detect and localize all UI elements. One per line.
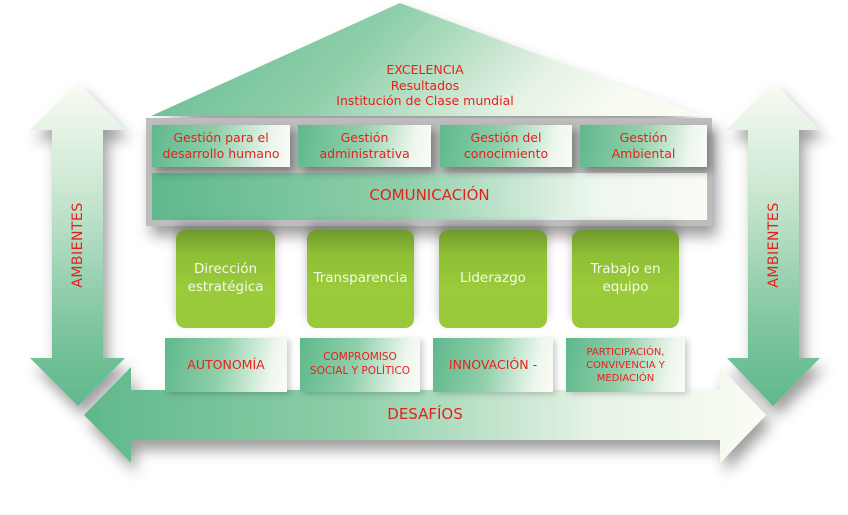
pillar-label: Liderazgo	[460, 270, 526, 287]
pillar-label: Trabajo en equipo	[590, 261, 661, 295]
value-box-label: PARTICIPACIÓN, CONVIVENCIA Y MEDIACIÓN	[586, 346, 665, 384]
left-environments-label: AMBIENTES	[70, 202, 86, 288]
management-box-knowledge: Gestión del conocimiento	[440, 125, 572, 167]
roof-triangle	[151, 3, 703, 116]
management-box-label: Gestión administrativa	[319, 129, 410, 161]
value-box-social-commitment: COMPROMISO SOCIAL Y POLÍTICO	[300, 338, 420, 392]
pillar-transparency: Transparencia	[307, 230, 414, 328]
value-box-autonomy: AUTONOMÍA	[165, 338, 287, 392]
pillar-leadership: Liderazgo	[439, 230, 547, 328]
communication-label: COMUNICACIÓN	[369, 186, 490, 204]
value-box-label: AUTONOMÍA	[187, 356, 265, 372]
management-box-administrative: Gestión administrativa	[298, 125, 431, 167]
management-box-environmental: Gestión Ambiental	[580, 125, 707, 167]
management-box-label: Gestión Ambiental	[611, 129, 676, 161]
pillar-label: Transparencia	[313, 270, 408, 287]
roof-tagline: Institución de Clase mundial	[336, 93, 514, 109]
right-environments-label: AMBIENTES	[766, 202, 782, 288]
roof-text: EXCELENCIA Resultados Institución de Cla…	[300, 62, 550, 109]
roof-subtitle: Resultados	[390, 77, 460, 93]
right-double-arrow	[727, 82, 820, 406]
left-double-arrow	[30, 82, 125, 406]
pillar-label: Dirección estratégica	[187, 261, 264, 295]
management-box-label: Gestión del conocimiento	[463, 129, 549, 161]
communication-bar-shape	[152, 173, 707, 220]
management-box-label: Gestión para el desarrollo humano	[162, 129, 280, 161]
value-box-participation: PARTICIPACIÓN, CONVIVENCIA Y MEDIACIÓN	[566, 338, 685, 392]
value-box-label: INNOVACIÓN -	[448, 356, 538, 372]
pillar-strategic-direction: Dirección estratégica	[176, 230, 275, 328]
pillar-teamwork: Trabajo en equipo	[572, 230, 679, 328]
value-box-label: COMPROMISO SOCIAL Y POLÍTICO	[309, 351, 411, 377]
management-box-human-development: Gestión para el desarrollo humano	[152, 125, 290, 167]
roof-title: EXCELENCIA	[386, 62, 464, 77]
value-box-innovation: INNOVACIÓN -	[433, 338, 553, 392]
challenges-label: DESAFÍOS	[387, 405, 463, 423]
